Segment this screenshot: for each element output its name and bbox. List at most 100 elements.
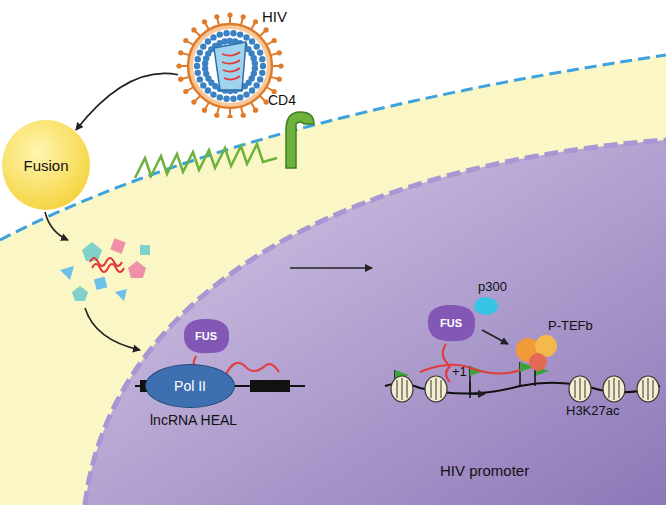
recruit-arrow — [482, 330, 508, 344]
protein-label: FUS — [195, 330, 217, 342]
env-knob — [241, 14, 246, 19]
nucleus — [85, 140, 666, 505]
matrix-protein — [259, 70, 265, 76]
fusion-circle: Fusion — [2, 120, 90, 210]
matrix-protein — [252, 60, 258, 66]
matrix-protein — [197, 49, 203, 55]
env-knob — [214, 113, 219, 118]
text-label: lncRNA HEAL — [150, 412, 237, 428]
env-knob — [183, 38, 188, 43]
matrix-protein — [237, 31, 243, 37]
matrix-protein — [195, 70, 201, 76]
text-label: HIV promoter — [440, 462, 529, 479]
matrix-protein — [205, 38, 211, 44]
env-knob — [277, 77, 282, 82]
matrix-protein — [243, 34, 249, 40]
p300-protein — [474, 297, 498, 315]
matrix-protein — [230, 96, 236, 102]
matrix-protein — [200, 43, 206, 49]
matrix-protein — [223, 30, 229, 36]
env-knob — [202, 108, 207, 113]
env-knob — [241, 113, 246, 118]
process-arrow — [290, 267, 372, 269]
matrix-protein — [210, 34, 216, 40]
env-knob — [278, 63, 283, 68]
env-knob — [272, 38, 277, 43]
matrix-protein — [249, 38, 255, 44]
matrix-protein — [195, 56, 201, 62]
matrix-protein — [217, 94, 223, 100]
env-knob — [176, 63, 181, 68]
viral-envelope — [188, 24, 272, 108]
matrix-protein — [237, 94, 243, 100]
nucleosome — [637, 376, 659, 402]
exon — [250, 380, 290, 392]
matrix-layer — [193, 29, 267, 103]
matrix-protein — [197, 76, 203, 82]
capsid-cone — [214, 42, 246, 90]
matrix-protein — [260, 63, 266, 69]
cytoplasm — [0, 55, 666, 505]
nucleosome — [569, 376, 591, 402]
env-knob — [183, 89, 188, 94]
matrix-protein — [230, 30, 236, 36]
matrix-protein — [253, 43, 259, 49]
fus-protein: FUS — [424, 302, 478, 344]
env-knob — [202, 19, 207, 24]
env-knob — [227, 12, 232, 17]
matrix-protein — [257, 76, 263, 82]
viral-rna — [222, 52, 240, 80]
matrix-protein — [253, 82, 259, 88]
matrix-protein — [249, 87, 255, 93]
text-label: H3K27ac — [566, 403, 619, 418]
process-arrow — [45, 212, 68, 240]
matrix-protein — [205, 87, 211, 93]
matrix-protein — [210, 91, 216, 97]
process-arrow — [85, 308, 140, 350]
ptefb-subunit — [529, 353, 547, 371]
matrix-protein — [243, 91, 249, 97]
nucleosome — [391, 376, 413, 402]
env-knob — [191, 27, 196, 32]
cd4-receptor — [286, 112, 314, 168]
virus-label: HIV — [262, 8, 287, 25]
fus-protein: FUS — [180, 316, 232, 356]
env-knob — [227, 114, 232, 118]
env-knob — [214, 14, 219, 19]
nucleosome — [425, 376, 447, 402]
matrix-protein — [257, 49, 263, 55]
env-knob — [263, 99, 268, 104]
env-knob — [253, 19, 258, 24]
nucleosomes — [391, 376, 659, 402]
text-label: P-TEFb — [548, 318, 593, 333]
process-label: Fusion — [23, 157, 68, 174]
enzyme-label: Pol II — [174, 378, 206, 394]
text-label: +1 — [452, 364, 467, 379]
entry-arrow — [76, 73, 178, 130]
protein-label: FUS — [440, 317, 462, 329]
fus-outline — [184, 319, 229, 353]
env-knob — [178, 50, 183, 55]
viral-components — [60, 238, 150, 301]
matrix-protein — [217, 31, 223, 37]
pol-ii-ellipse: Pol II — [145, 364, 235, 408]
nucleosome — [603, 376, 625, 402]
nuclear-envelope — [85, 140, 666, 505]
env-knob — [178, 77, 183, 82]
env-knob — [253, 108, 258, 113]
matrix-protein — [194, 63, 200, 69]
lncrna-strand — [225, 363, 279, 376]
text-label: CD4 — [268, 92, 296, 108]
matrix-protein — [223, 96, 229, 102]
env-knob — [277, 50, 282, 55]
matrix-protein — [259, 56, 265, 62]
envelope-helix — [135, 144, 277, 178]
rna-duplex — [443, 344, 450, 382]
env-knob — [263, 27, 268, 32]
text-label: p300 — [478, 279, 507, 294]
fus-outline — [428, 305, 475, 341]
env-knob — [191, 99, 196, 104]
matrix-protein — [200, 82, 206, 88]
